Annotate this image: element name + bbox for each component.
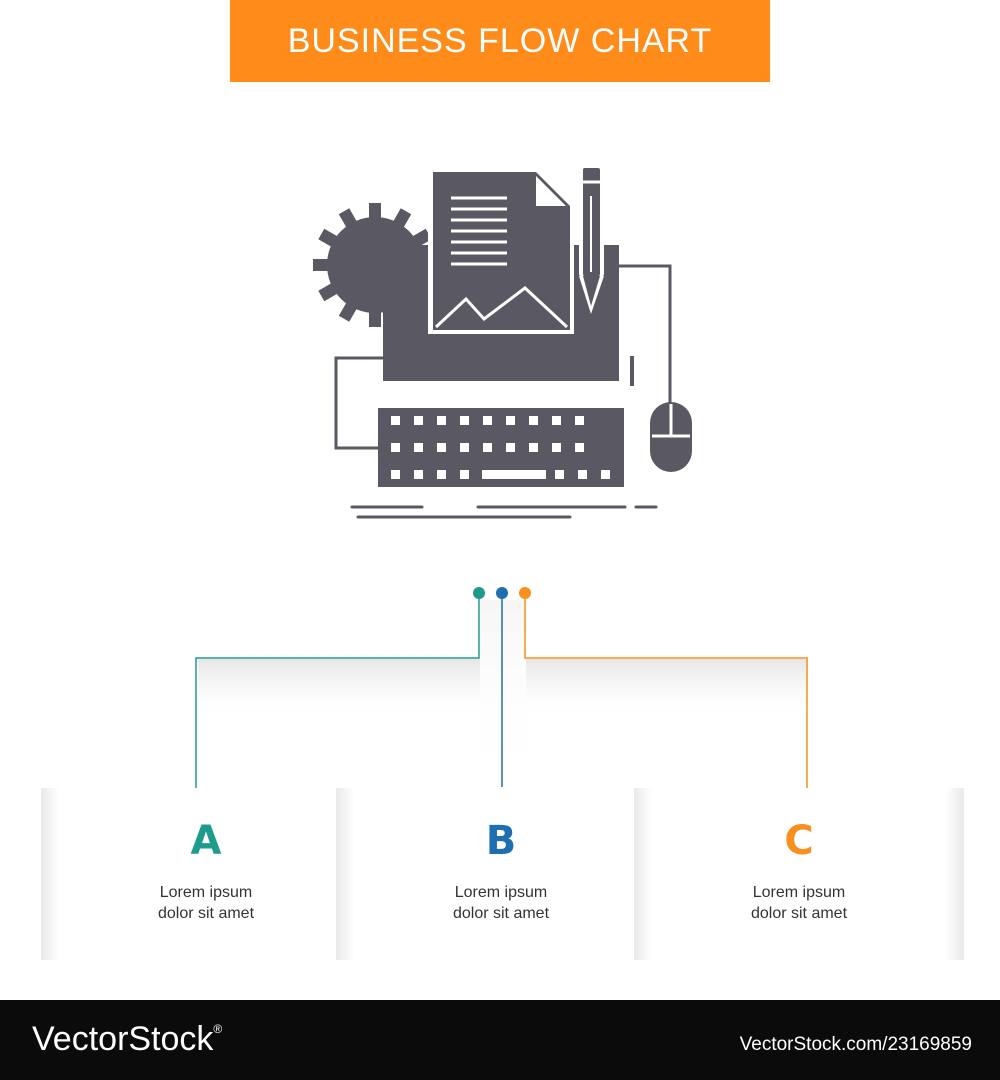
- pencil-icon: [579, 164, 604, 314]
- page-title: BUSINESS FLOW CHART: [287, 21, 713, 60]
- step-description-c: Lorem ipsum dolor sit amet: [750, 884, 848, 922]
- step-description-b: Lorem ipsum dolor sit amet: [452, 884, 550, 922]
- step-letter-c: C: [784, 818, 814, 864]
- flow-connectors: [195, 587, 808, 797]
- mouse-icon: [650, 402, 692, 472]
- connector-line-c: [524, 593, 808, 797]
- gear-icon: [313, 203, 437, 327]
- step-box-a: A Lorem ipsum dolor sit amet: [41, 788, 371, 960]
- connector-dot-a: [473, 587, 485, 599]
- image-id: VectorStock.com/23169859: [739, 1034, 972, 1055]
- document-icon: [433, 172, 570, 330]
- footer-bar: VectorStock® VectorStock.com/23169859: [0, 1000, 1000, 1080]
- step-box-b: B Lorem ipsum dolor sit amet: [336, 788, 666, 960]
- connector-dot-c: [519, 587, 531, 599]
- typewriter-document-icon: [313, 164, 692, 519]
- vectorstock-logo: VectorStock®: [32, 1020, 223, 1058]
- connector-line-a: [195, 593, 480, 797]
- connector-dot-b: [496, 587, 508, 599]
- step-box-c: C Lorem ipsum dolor sit amet: [634, 788, 964, 960]
- title-banner: BUSINESS FLOW CHART: [230, 0, 770, 82]
- step-letter-a: A: [190, 818, 222, 864]
- step-description-a: Lorem ipsum dolor sit amet: [157, 884, 255, 922]
- step-letter-b: B: [485, 818, 517, 864]
